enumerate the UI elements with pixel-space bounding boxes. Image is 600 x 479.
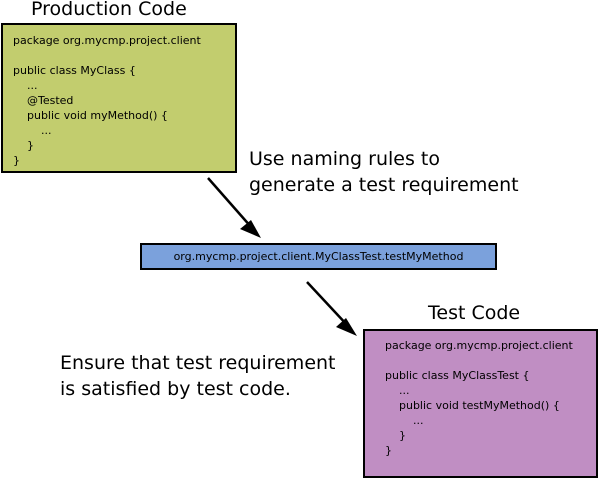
ensure-requirement-caption-line: is satisfied by test code.: [60, 378, 291, 400]
test-code-line: public void testMyMethod() {: [385, 399, 560, 412]
production-code-line: }: [13, 154, 20, 167]
production-code-line: public void myMethod() {: [13, 109, 168, 122]
test-code-title: Test Code: [428, 302, 521, 324]
production-code-line: @Tested: [13, 94, 74, 107]
ensure-requirement-caption: Ensure that test requirement is satisfie…: [60, 350, 336, 402]
test-code-line: }: [385, 444, 392, 457]
test-code-line: ...: [385, 384, 410, 397]
production-code-line: public class MyClass {: [13, 64, 136, 77]
test-code-box: package org.mycmp.project.client public …: [363, 329, 598, 478]
arrow-to-test-code-head: [336, 318, 357, 336]
production-code-line: ...: [13, 79, 38, 92]
naming-rules-caption: Use naming rules to generate a test requ…: [249, 146, 519, 198]
naming-rules-caption-line: Use naming rules to: [249, 148, 440, 170]
test-code-line: ...: [385, 414, 424, 427]
production-code-title: Production Code: [31, 0, 187, 20]
naming-rules-caption-line: generate a test requirement: [249, 174, 519, 196]
production-code-line: package org.mycmp.project.client: [13, 34, 201, 47]
production-code-line: ...: [13, 124, 52, 137]
test-requirement-box: org.mycmp.project.client.MyClassTest.tes…: [140, 243, 497, 270]
ensure-requirement-caption-line: Ensure that test requirement: [60, 352, 336, 374]
arrow-to-requirement-head: [240, 220, 261, 238]
test-code-line: }: [385, 429, 406, 442]
arrow-to-test-code: [306, 281, 349, 327]
test-code-line: package org.mycmp.project.client: [385, 339, 573, 352]
production-code-box: package org.mycmp.project.client public …: [1, 23, 237, 173]
arrow-to-requirement: [207, 177, 253, 229]
production-code-line: }: [13, 139, 34, 152]
test-code-line: public class MyClassTest {: [385, 369, 530, 382]
